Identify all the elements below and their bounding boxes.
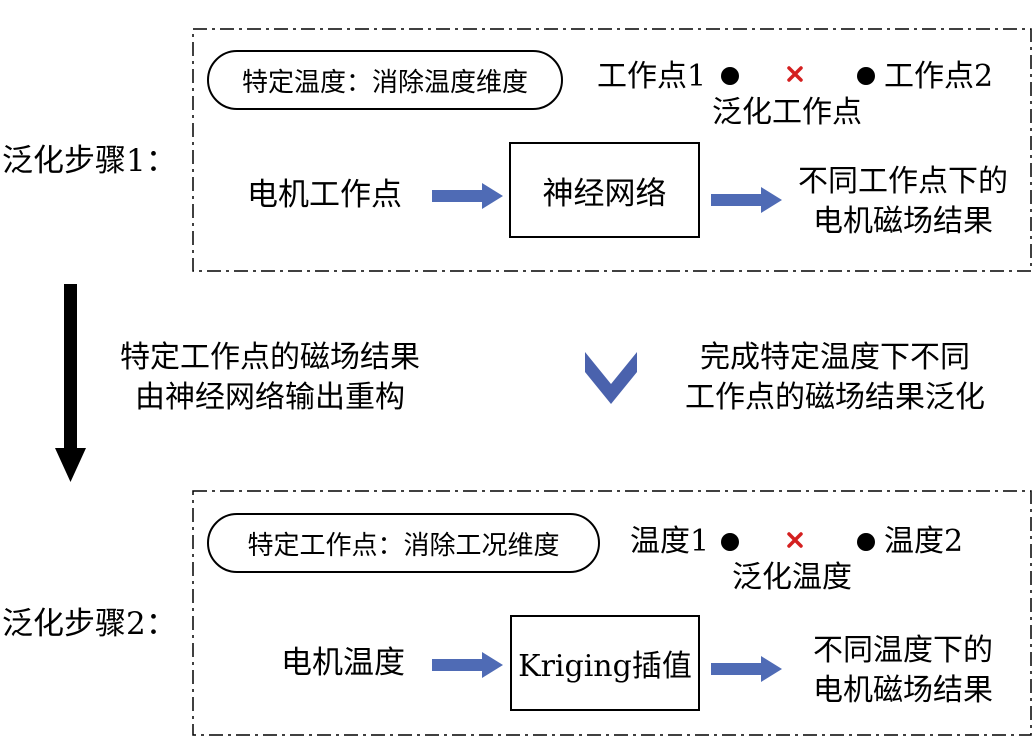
- step2-point-left-dot: [721, 533, 739, 551]
- step1-condition-text: 特定温度：消除温度维度: [241, 67, 528, 98]
- step2-output-line1: 不同温度下的: [813, 633, 993, 668]
- step2-input-arrow-icon: [432, 652, 503, 678]
- step1-model-box: 神经网络: [509, 142, 700, 238]
- step2-output: 不同温度下的 电机磁场结果: [778, 631, 1028, 711]
- step2-label: 泛化步骤2：: [2, 606, 177, 642]
- down-arrow-icon: [55, 284, 86, 482]
- step1-label: 泛化步骤1：: [2, 143, 177, 179]
- step1-output-arrow-icon: [711, 187, 782, 213]
- step2-condition-oval: 特定工作点：消除工况维度: [207, 513, 600, 573]
- step1-model-label: 神经网络: [542, 175, 667, 212]
- middle-left-line2: 由神经网络输出重构: [135, 380, 405, 415]
- step1-point-right-dot: [857, 67, 875, 85]
- step1-output-line2: 电机磁场结果: [813, 204, 993, 239]
- step1-output: 不同工作点下的 电机磁场结果: [778, 162, 1028, 242]
- step2-point-left: 温度1: [630, 524, 710, 559]
- step1-input-arrow-icon: [432, 183, 503, 209]
- step2-input: 电机温度: [281, 645, 405, 681]
- step1-output-line1: 不同工作点下的: [798, 164, 1008, 199]
- step2-point-right: 温度2: [884, 524, 964, 559]
- middle-right-line2: 工作点的磁场结果泛化: [685, 380, 985, 415]
- step2-generalized-cross-icon: [787, 532, 803, 548]
- step2-model-label: Kriging插值: [518, 649, 692, 684]
- step2-output-arrow-icon: [711, 656, 782, 682]
- step2-condition-text: 特定工作点：消除工况维度: [247, 530, 560, 561]
- middle-left-line1: 特定工作点的磁场结果: [120, 340, 420, 375]
- chevron-down-icon: [585, 352, 637, 404]
- step1-condition-oval: 特定温度：消除温度维度: [207, 50, 563, 110]
- step1-point-left: 工作点1: [597, 59, 707, 94]
- step2-point-right-dot: [857, 533, 875, 551]
- middle-left-text: 特定工作点的磁场结果 由神经网络输出重构: [95, 338, 445, 418]
- step1-input: 电机工作点: [247, 177, 402, 213]
- step1-generalized-cross-icon: [787, 66, 803, 82]
- step1-generalized-point: 泛化工作点: [712, 95, 862, 130]
- middle-right-line1: 完成特定温度下不同: [700, 340, 970, 375]
- middle-right-text: 完成特定温度下不同 工作点的磁场结果泛化: [660, 338, 1010, 418]
- step2-output-line2: 电机磁场结果: [813, 673, 993, 708]
- step1-point-right: 工作点2: [884, 59, 994, 94]
- step2-generalized-point: 泛化温度: [732, 560, 852, 595]
- step2-model-box: Kriging插值: [510, 615, 700, 711]
- step1-point-left-dot: [721, 67, 739, 85]
